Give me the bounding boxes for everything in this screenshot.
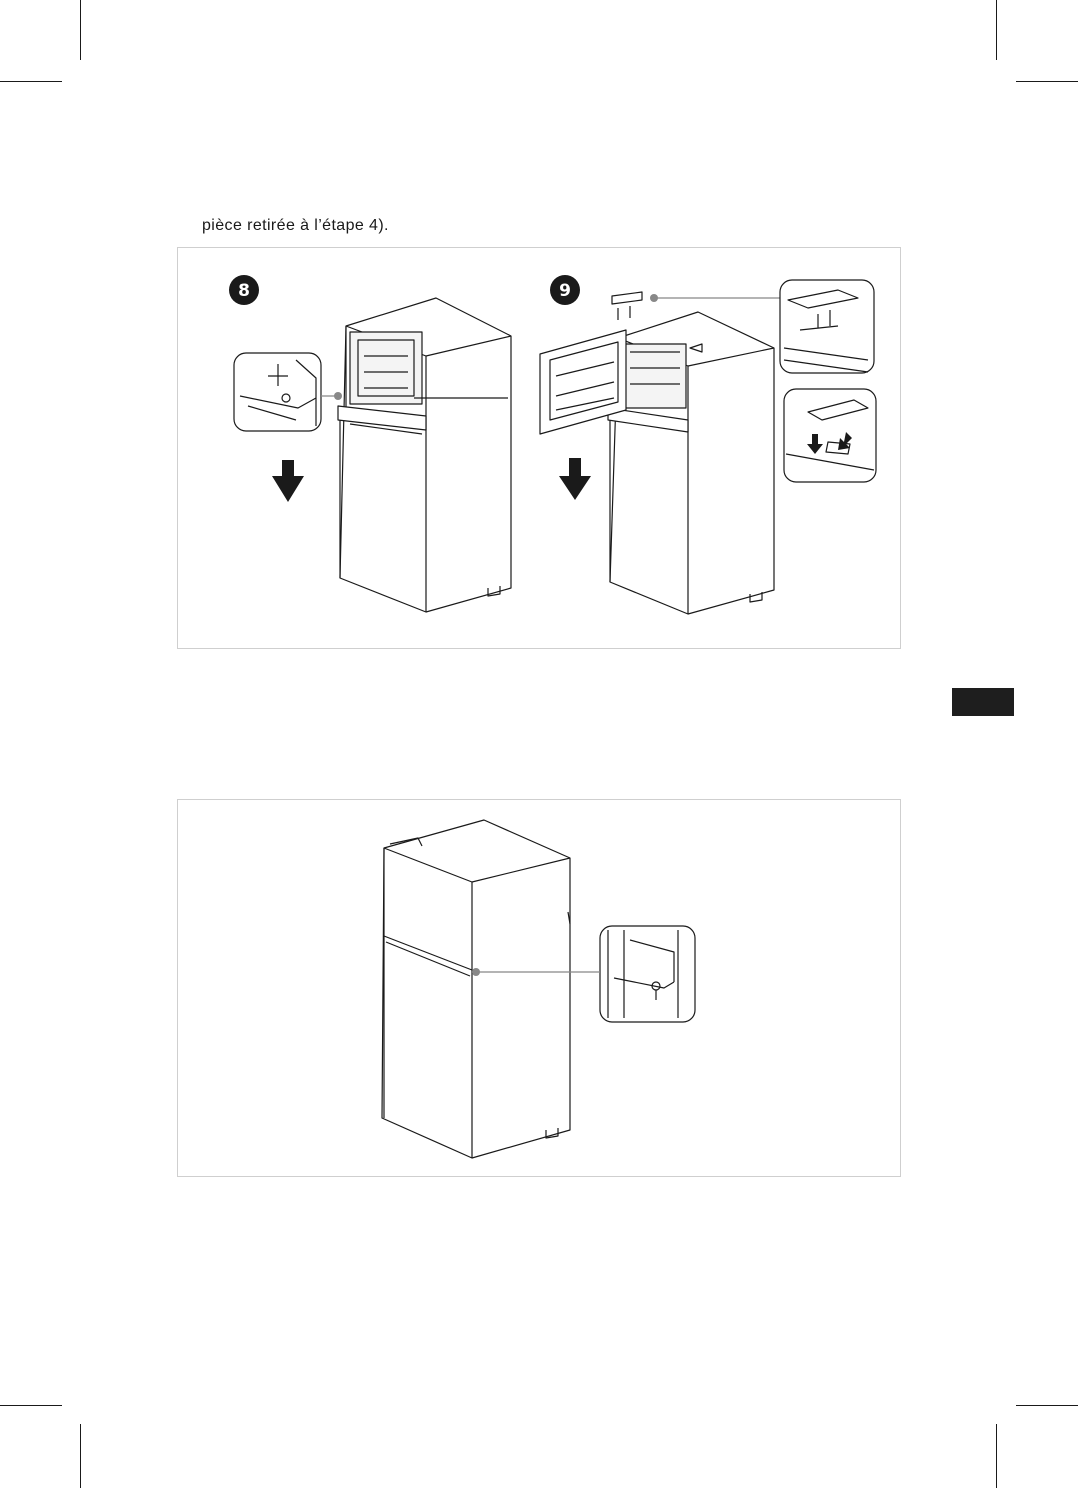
crop-mark-top-left-v [80, 0, 81, 60]
callout-dot-icon [334, 392, 342, 400]
crop-mark-bottom-right-v [996, 1424, 997, 1488]
step9-detail-top [780, 280, 874, 373]
fridge-closed [382, 820, 570, 1158]
callout-dot-icon [472, 968, 480, 976]
final-step-panel [177, 799, 901, 1177]
crop-mark-bottom-left-v [80, 1424, 81, 1488]
crop-mark-top-right-v [996, 0, 997, 60]
intro-text: pièce retirée à l’étape 4). [202, 217, 389, 235]
crop-mark-top-left-h [0, 81, 62, 82]
fridge-step8 [338, 298, 511, 612]
down-arrow-icon [559, 458, 591, 500]
final-hinge-detail [600, 926, 695, 1022]
step-badge-9: 9 [550, 275, 580, 305]
crop-mark-top-right-h [1016, 81, 1078, 82]
crop-mark-bottom-left-h [0, 1405, 62, 1406]
section-tab [952, 688, 1014, 716]
step-number-8: 8 [238, 281, 250, 301]
step-badge-8: 8 [229, 275, 259, 305]
step-number-9: 9 [559, 281, 571, 301]
final-fridge-illustration [178, 800, 902, 1178]
callout-dot-icon [650, 294, 658, 302]
steps-8-9-illustration: 8 9 [178, 248, 902, 650]
crop-mark-bottom-right-h [1016, 1405, 1078, 1406]
down-arrow-icon [272, 460, 304, 502]
steps-8-9-panel: 8 9 [177, 247, 901, 649]
step9-detail-bottom [784, 389, 876, 482]
step8-hinge-detail [234, 353, 342, 431]
